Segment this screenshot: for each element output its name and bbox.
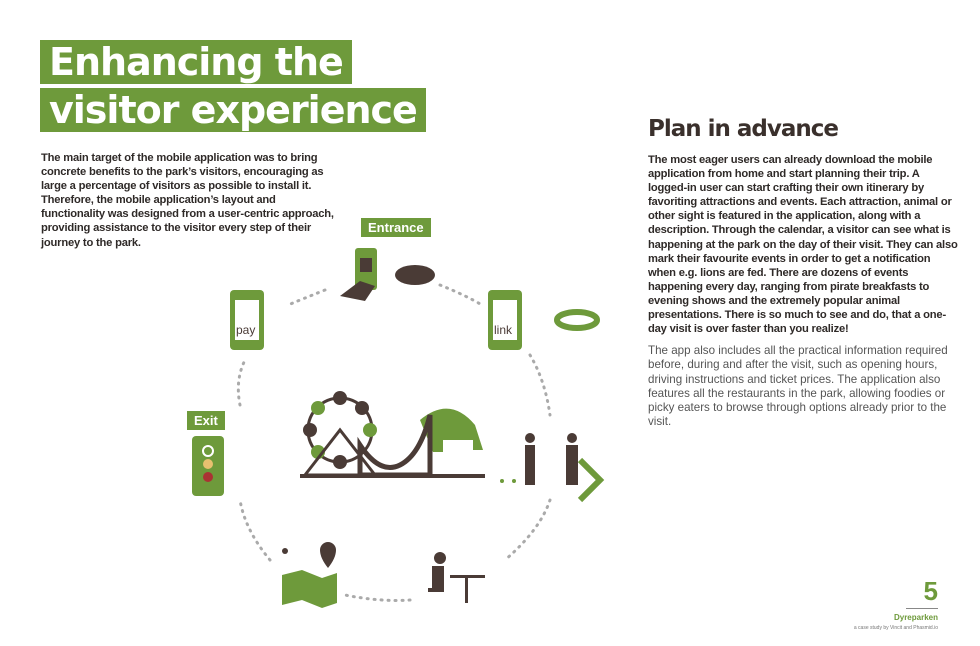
footer-credit: a case study by Vincit and Phasmid.io	[853, 625, 938, 631]
map-location-icon	[282, 542, 337, 608]
restaurant-icon	[428, 552, 485, 603]
pay-label: pay	[236, 323, 256, 337]
entrance-label: Entrance	[361, 218, 431, 237]
wristband-icon	[554, 309, 600, 331]
exit-label: Exit	[187, 411, 225, 430]
footer-rule	[906, 608, 938, 609]
intro-block: The main target of the mobile applicatio…	[41, 151, 341, 250]
section-light-text: The app also includes all the practical …	[648, 344, 948, 429]
section-body: The most eager users can already downloa…	[648, 153, 960, 429]
phone-pay-icon	[230, 290, 264, 350]
park-attractions-icon	[300, 391, 485, 478]
section-heading: Plan in advance	[648, 116, 839, 142]
page-number: 5	[923, 576, 938, 606]
phone-exit-icon	[192, 436, 224, 496]
footer-brand: Dyreparken	[893, 613, 938, 622]
visitor-journey-diagram	[192, 248, 605, 608]
link-label: link	[494, 323, 513, 337]
title-line-1: Enhancing the	[40, 40, 352, 84]
guide-people-icon	[500, 433, 605, 503]
title-line-2: visitor experience	[40, 88, 426, 132]
qr-scan-icon	[340, 248, 435, 301]
intro-text: The main target of the mobile applicatio…	[41, 152, 334, 249]
phone-link-icon	[488, 290, 522, 350]
section-bold-text: The most eager users can already downloa…	[648, 154, 958, 336]
footer: 5 Dyreparken a case study by Vincit and …	[854, 576, 938, 632]
